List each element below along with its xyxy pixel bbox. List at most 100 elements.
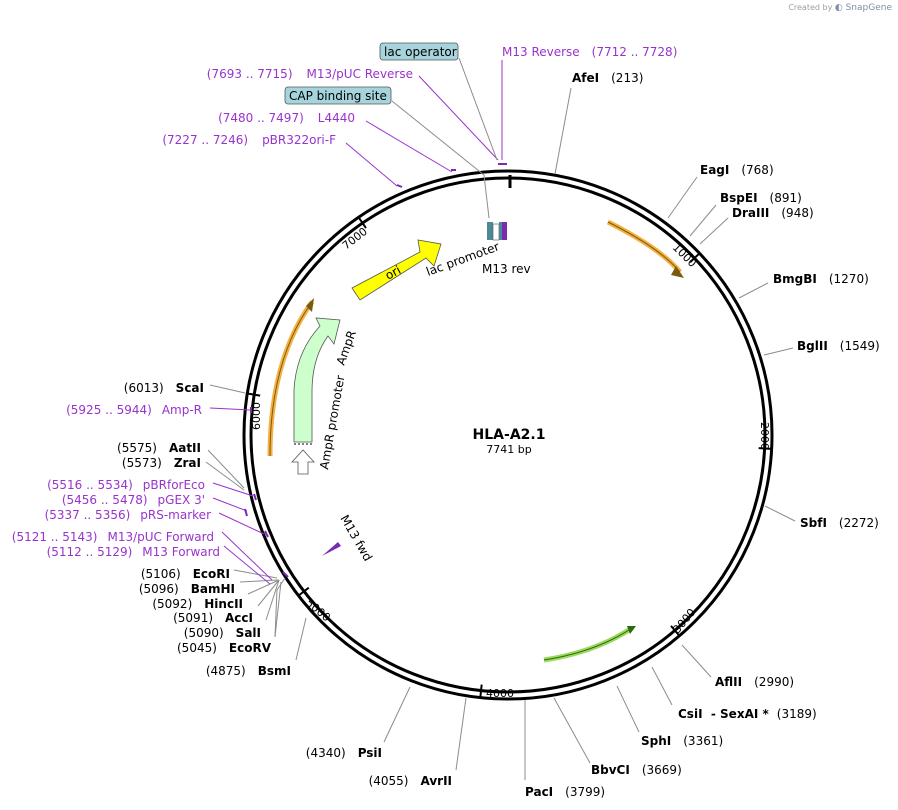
enzyme-bmgbi: BmgBI(1270) bbox=[773, 272, 869, 286]
plasmid-name: HLA-A2.1 bbox=[473, 427, 546, 443]
leader-pgex3 bbox=[212, 497, 248, 512]
lac-operator-block bbox=[499, 222, 502, 240]
enzyme-hincii: (5092)HincII bbox=[152, 597, 243, 611]
tick-mark-1000 bbox=[689, 252, 701, 263]
leader-aflii bbox=[681, 644, 712, 678]
box-leader-lines bbox=[391, 57, 498, 219]
leader-hincii bbox=[247, 579, 280, 595]
leader-m13puc-forward bbox=[221, 531, 273, 581]
cap-site-block bbox=[487, 222, 493, 240]
leader-scai bbox=[209, 384, 246, 394]
enzyme-ecorv: (5045)EcoRV bbox=[177, 641, 272, 655]
cap-binding-site-label: CAP binding site bbox=[289, 89, 387, 103]
leader-sali bbox=[265, 579, 280, 621]
enzyme-aflii: AflII(2990) bbox=[715, 675, 794, 689]
leader-psii bbox=[383, 686, 411, 743]
enzyme-eagi: EagI(768) bbox=[700, 163, 774, 177]
leader-ecori bbox=[233, 569, 278, 579]
m13-fwd-arrow bbox=[322, 542, 341, 556]
lac-operator-label: lac operator bbox=[384, 45, 457, 59]
leader-amp-r bbox=[209, 407, 252, 411]
enzyme-bspei: BspEI(891) bbox=[720, 191, 802, 205]
m13-fwd-label: M13 fwd bbox=[337, 513, 375, 564]
leader-sphi bbox=[616, 685, 640, 733]
tick-mark-5000 bbox=[297, 586, 310, 597]
leader-cluster bbox=[274, 577, 286, 638]
snapgene-logo: ◐ SnapGene bbox=[834, 3, 892, 13]
credit-prefix: Created by bbox=[788, 3, 833, 12]
primer-m13-forward: (5112 .. 5129)M13 Forward bbox=[47, 545, 220, 559]
enzyme-psii: (4340)PsiI bbox=[306, 746, 382, 760]
plasmid-length: 7741 bp bbox=[486, 443, 531, 456]
enzyme-csii-sexai: CsiI - SexAI *(3189) bbox=[678, 707, 817, 721]
orf-arc-bottom-right-core bbox=[543, 627, 633, 661]
primer-m13puc-reverse: (7693 .. 7715)M13/pUC Reverse bbox=[207, 67, 413, 81]
orf-arc-bottom-right bbox=[543, 625, 634, 663]
enzyme-acci: (5091)AccI bbox=[173, 611, 253, 625]
orf-arc-bottom-right-head bbox=[627, 626, 636, 634]
primer-mark-pgex3 bbox=[244, 508, 248, 517]
leader-aatii bbox=[207, 449, 245, 489]
orf-arc-top-right bbox=[606, 219, 682, 274]
primer-m13puc-forward: (5121 .. 5143)M13/pUC Forward bbox=[12, 530, 214, 544]
enzyme-zrai: (5573)ZraI bbox=[122, 456, 201, 470]
orf-arc-top-right-head bbox=[671, 266, 684, 278]
leader-lac-operator bbox=[458, 57, 498, 161]
tick-mark-4000 bbox=[479, 684, 483, 698]
leader-m13-forward bbox=[223, 545, 271, 585]
leader-bglii bbox=[763, 347, 794, 356]
leader-ecorv bbox=[274, 581, 282, 638]
enzyme-ecori: (5106)EcoRI bbox=[141, 567, 230, 581]
enzyme-sphi: SphI(3361) bbox=[641, 734, 723, 748]
credit-brand: SnapGene bbox=[845, 3, 892, 13]
primer-mark-prs bbox=[264, 530, 269, 538]
leader-zrai bbox=[205, 461, 245, 491]
backbone-outer-ring bbox=[242, 169, 774, 701]
ampr-promoter-arrow bbox=[291, 449, 315, 475]
primer-mark-m13-fwd bbox=[282, 571, 289, 578]
m13-rev-block bbox=[502, 222, 507, 240]
enzyme-sbfi: SbfI(2272) bbox=[800, 516, 879, 530]
enzyme-avrii: (4055)AvrII bbox=[369, 774, 452, 788]
primer-prs-marker: (5337 .. 5356)pRS-marker bbox=[45, 508, 211, 522]
primer-mark-pbr322ori bbox=[396, 184, 403, 188]
enzyme-scai: (6013)ScaI bbox=[124, 381, 204, 395]
leader-sbfi bbox=[764, 505, 796, 522]
enzyme-draiii: DraIII(948) bbox=[732, 206, 814, 220]
primer-l4440: (7480 .. 7497)L4440 bbox=[218, 111, 355, 125]
enzyme-bbvci: BbvCI(3669) bbox=[591, 763, 682, 777]
leader-bamhi bbox=[239, 579, 279, 583]
orf-arc-left-core bbox=[269, 301, 313, 457]
tick-mark-2000 bbox=[758, 447, 772, 450]
primer-marks bbox=[244, 163, 507, 578]
ampr-label: AmpR bbox=[334, 329, 359, 367]
tick-marks bbox=[247, 216, 772, 698]
primer-pbrforeco: (5516 .. 5534)pBRforEco bbox=[47, 478, 205, 492]
enzyme-bglii: BglII(1549) bbox=[797, 339, 880, 353]
leader-pbr322ori-f bbox=[345, 142, 398, 187]
leader-bspei bbox=[689, 204, 717, 237]
backbone-inner-ring bbox=[249, 176, 767, 694]
lac-promoter-block bbox=[492, 223, 500, 241]
ori-label: ori bbox=[383, 263, 403, 283]
ampr-promoter-label: AmpR promoter bbox=[317, 374, 347, 470]
primer-m13-reverse: M13 Reverse(7712 .. 7728) bbox=[502, 45, 677, 59]
snapgene-credit: Created by ◐ SnapGene bbox=[788, 3, 892, 13]
leader-afei bbox=[554, 87, 572, 175]
m13-rev-label: M13 rev bbox=[482, 262, 531, 276]
tick-label-4000: 4000 bbox=[486, 687, 514, 700]
leader-bsmi bbox=[295, 617, 307, 661]
leader-acci bbox=[257, 579, 280, 607]
leader-eagi bbox=[667, 176, 698, 219]
leader-prs-marker bbox=[218, 512, 265, 535]
leader-avrii bbox=[455, 697, 467, 771]
enzyme-bsmi: (4875)BsmI bbox=[206, 664, 291, 678]
tick-label-2000: 2000 bbox=[758, 422, 771, 450]
tick-label-6000: 6000 bbox=[250, 402, 263, 430]
leader-cap-binding-site-2 bbox=[391, 100, 485, 176]
leader-bmgbi bbox=[738, 282, 769, 299]
leader-bbvci bbox=[553, 697, 591, 764]
ampr-feature-arrow bbox=[293, 317, 341, 443]
tick-mark-3000 bbox=[670, 625, 681, 637]
